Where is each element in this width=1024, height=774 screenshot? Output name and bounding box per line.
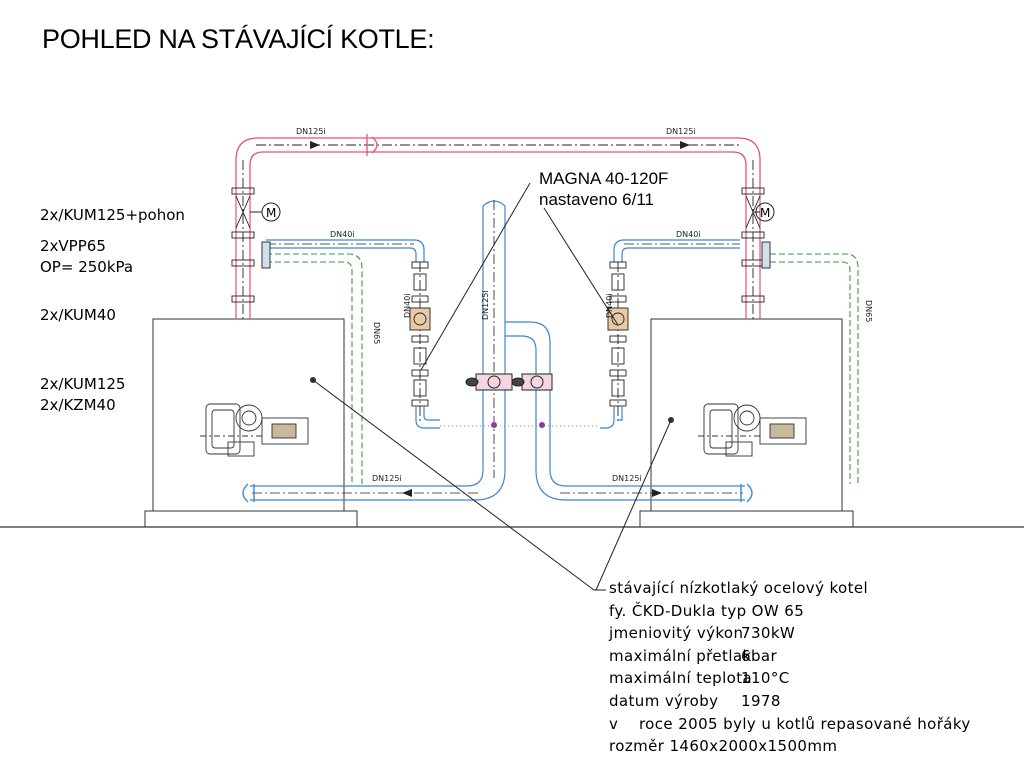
dn40-label-right: DN40i — [676, 230, 701, 239]
power-value: 730kW — [741, 624, 796, 643]
page-title: POHLED NA STÁVAJÍCÍ KOTLE: — [42, 24, 435, 54]
temp-value: 110°C — [741, 669, 790, 688]
supply-arrow-left — [310, 141, 320, 149]
pump-label-setting: nastaveno 6/11 — [539, 190, 654, 209]
manifold-dot-right — [539, 422, 545, 428]
right-motor-label: M — [760, 206, 770, 220]
pump-label-model: MAGNA 40-120F — [539, 169, 669, 188]
bottom-end-caps — [242, 483, 753, 503]
dn125-label-top-left: DN125i — [296, 127, 326, 136]
supply-arrow-right — [680, 141, 690, 149]
bottom-left-arrow — [402, 489, 412, 497]
right-pump-stack — [607, 261, 629, 422]
pump-label: MAGNA 40-120F nastaveno 6/11 — [539, 168, 668, 210]
dn125-label-top-right: DN125i — [666, 127, 696, 136]
dn40-label-vertical-right: DN40i — [605, 293, 614, 318]
expansion-vessel-flanges — [261, 241, 771, 269]
right-pump-return-elbow — [600, 406, 623, 429]
boiler-leader-right — [595, 419, 672, 591]
dn125-label-bottom-left: DN125i — [372, 474, 402, 483]
left-motor-label: M — [266, 206, 276, 220]
label-kum125: 2x/KUM125 — [40, 375, 126, 393]
boiler-info-note: stávající nízkotlaký ocelový kotel fy. Č… — [609, 577, 971, 758]
pump-leader-left — [420, 182, 531, 371]
left-dn40-pipe — [266, 239, 425, 262]
dn65-label-right: DN65 — [864, 300, 873, 322]
boiler-leader-left — [312, 379, 595, 591]
boiler-info-line8: rozměr 1460x2000x1500mm — [609, 737, 838, 756]
left-motor-actuator — [250, 202, 281, 222]
dn40-label-vertical-left: DN40i — [403, 293, 412, 318]
left-dn65-pipe — [266, 253, 363, 484]
power-label: jmeniovitý výkon — [609, 624, 744, 643]
boiler-info-line2: fy. ČKD-Dukla typ OW 65 — [609, 601, 805, 620]
right-motor-actuator — [754, 202, 775, 222]
right-boiler-body — [650, 318, 843, 512]
label-op: OP= 250kPa — [40, 258, 134, 276]
label-vpp65: 2xVPP65 — [40, 237, 106, 255]
left-riser-valves — [231, 160, 255, 319]
central-valve-units — [465, 373, 553, 391]
dn40-label-left: DN40i — [330, 230, 355, 239]
pressure-value: 6bar — [741, 646, 778, 665]
right-dn40-pipe — [613, 239, 740, 262]
dn65-label-left: DN65 — [372, 322, 381, 344]
pressure-label: maximální přetlak — [609, 646, 752, 665]
boiler-info-temp: maximální teplota110°C — [609, 667, 971, 690]
left-boiler-body — [152, 318, 345, 512]
dn125-label-vertical: DN125i — [481, 290, 490, 320]
manifold-dot-left — [491, 422, 497, 428]
right-dn65-pipe — [770, 253, 859, 484]
boiler-info-date: datum výroby 1978 — [609, 690, 971, 713]
boiler-info-power: jmeniovitý výkon730kW — [609, 622, 971, 645]
boiler-info-line1: stávající nízkotlaký ocelový kotel — [609, 579, 869, 597]
supply-header-pipe — [235, 137, 761, 190]
label-kzm40: 2x/KZM40 — [40, 396, 116, 414]
label-kum40: 2x/KUM40 — [40, 306, 116, 324]
right-burner — [698, 403, 807, 457]
boiler-info-line7: v roce 2005 byly u kotlů repasované hořá… — [609, 714, 971, 733]
temp-label: maximální teplota — [609, 669, 753, 688]
left-pump-return-elbow — [415, 406, 440, 429]
right-boiler-plinth — [639, 510, 854, 528]
central-return-manifold — [250, 200, 745, 501]
left-burner — [200, 403, 309, 457]
pump-leader-right — [543, 207, 619, 326]
boiler-info-pressure: maximální přetlak6bar — [609, 645, 971, 668]
bottom-right-arrow — [652, 489, 662, 497]
date-label: datum výroby — [609, 691, 719, 710]
label-kum125-pohon: 2x/KUM125+pohon — [40, 206, 185, 224]
date-value: 1978 — [741, 691, 781, 710]
left-pump-stack — [409, 261, 431, 422]
dn125-label-bottom-right: DN125i — [612, 474, 642, 483]
supply-header-flange — [366, 134, 378, 156]
left-boiler-plinth — [144, 510, 358, 528]
right-riser-valves — [741, 160, 765, 319]
